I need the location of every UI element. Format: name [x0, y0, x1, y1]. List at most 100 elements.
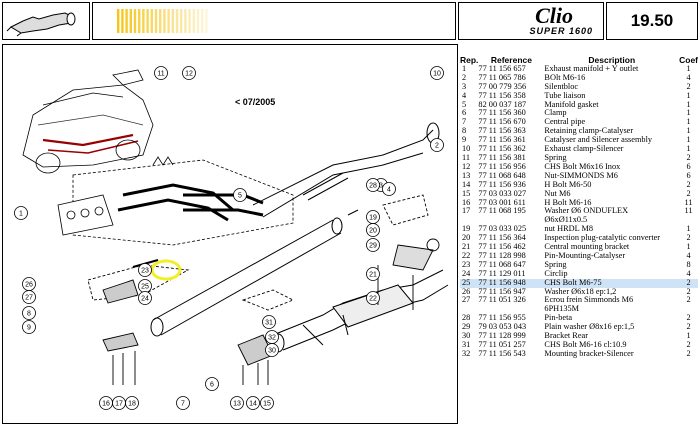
parts-row: Ø6xØ11x0.5 — [460, 215, 698, 225]
part-rep: 10 — [462, 144, 471, 154]
part-reference: 77 11 068 648 — [478, 170, 526, 180]
part-coef: 2 — [686, 188, 691, 198]
callout-bubble — [366, 238, 380, 252]
part-reference: 77 11 156 670 — [478, 117, 526, 127]
part-coef: 1 — [686, 331, 691, 341]
part-rep: 32 — [462, 348, 471, 358]
callout-number: 6 — [210, 382, 214, 389]
part-coef: 1 — [686, 135, 691, 145]
callout-number: 27 — [25, 295, 33, 302]
part-description: H Bolt M6-50 — [544, 179, 592, 189]
part-description: Central pipe — [544, 117, 586, 127]
part-coef: 1 — [686, 224, 691, 234]
part-coef: 2 — [686, 295, 691, 305]
yellow-stripe-graphic — [117, 9, 208, 33]
part-coef: 6 — [686, 161, 691, 171]
callout-number: 13 — [233, 401, 241, 408]
callout-number: 18 — [128, 401, 136, 408]
part-coef: 4 — [686, 250, 691, 260]
part-description: Manifold gasket — [544, 99, 599, 109]
logo-subtitle: SUPER 1600 — [529, 26, 593, 36]
part-reference: 77 11 065 786 — [478, 72, 526, 82]
callout-bubble — [230, 396, 244, 410]
part-rep: 16 — [462, 197, 471, 207]
part-rep: 4 — [462, 90, 467, 100]
yellow-stripe — [175, 9, 179, 33]
part-description: Pin-beta — [544, 313, 573, 323]
part-rep: 24 — [462, 268, 471, 278]
part-coef: 2 — [686, 340, 691, 349]
callout-bubble — [138, 291, 152, 305]
part-coef: 2 — [686, 81, 691, 91]
part-reference: 77 11 128 998 — [478, 250, 526, 260]
yellow-stripe — [184, 9, 187, 33]
bracket-assembly-right — [377, 194, 440, 310]
part-description: Washer Ø6 ONDUFLEX — [544, 206, 629, 216]
callout-bubble — [366, 267, 380, 281]
part-coef: 2 — [686, 152, 691, 162]
callout-number: 15 — [263, 401, 271, 408]
callout-number: 2 — [435, 143, 439, 150]
callout-bubble — [154, 66, 168, 80]
callout-bubble — [366, 223, 380, 237]
callout-number: 21 — [369, 272, 377, 279]
part-rep: 27 — [462, 295, 471, 305]
y-pipe — [252, 122, 440, 218]
part-coef: 1 — [686, 126, 691, 136]
part-coef: 6 — [686, 170, 691, 180]
part-reference: 77 11 156 360 — [478, 108, 526, 118]
clio-logo: Clio SUPER 1600 — [458, 2, 604, 40]
yellow-stripe — [171, 9, 174, 33]
header-description: Description — [588, 55, 636, 65]
callout-number: 23 — [141, 268, 149, 275]
part-description: Bracket Rear — [544, 331, 588, 341]
page-number: 19.50 — [606, 2, 698, 40]
part-reference: 77 11 156 361 — [478, 135, 526, 145]
callout-number: 24 — [141, 296, 149, 303]
callout-bubble — [233, 188, 247, 202]
part-coef: 2 — [686, 313, 691, 323]
part-description: Silentbloc — [544, 81, 579, 91]
part-reference: 77 11 068 195 — [478, 206, 526, 216]
callout-number: 7 — [181, 401, 185, 408]
callout-bubble — [262, 315, 276, 329]
part-coef: 1 — [686, 108, 691, 118]
callout-number: 31 — [265, 320, 273, 327]
part-reference: 77 00 779 356 — [478, 81, 527, 91]
bracket-assembly-left — [87, 259, 190, 385]
part-rep: 29 — [462, 322, 471, 332]
part-description: CHS Bolt M6-16 cl:10.9 — [544, 340, 627, 349]
part-reference: 77 11 156 657 — [478, 63, 526, 73]
callout-bubble — [430, 66, 444, 80]
part-reference: 79 03 053 043 — [478, 322, 527, 332]
callout-number: 12 — [185, 71, 193, 78]
part-description: Ø6xØ11x0.5 — [544, 215, 588, 225]
part-reference: 77 11 156 947 — [478, 286, 526, 296]
part-reference: 77 03 033 027 — [478, 188, 527, 198]
yellow-stripe — [125, 9, 128, 33]
catalyser-silencer — [271, 269, 449, 353]
callout-number: 5 — [238, 193, 242, 200]
callout-number: 19 — [369, 215, 377, 222]
part-coef: 4 — [686, 72, 691, 82]
part-rep: 20 — [462, 233, 471, 243]
part-coef: 8 — [686, 259, 691, 269]
callout-bubble — [366, 178, 380, 192]
part-reference: 77 11 156 363 — [478, 126, 526, 136]
part-rep: 15 — [462, 188, 471, 198]
part-rep: 9 — [462, 135, 467, 145]
part-reference: 77 11 156 948 — [478, 278, 545, 288]
part-reference: 77 11 156 956 — [478, 161, 526, 171]
part-description: Nut M6 — [544, 188, 571, 198]
